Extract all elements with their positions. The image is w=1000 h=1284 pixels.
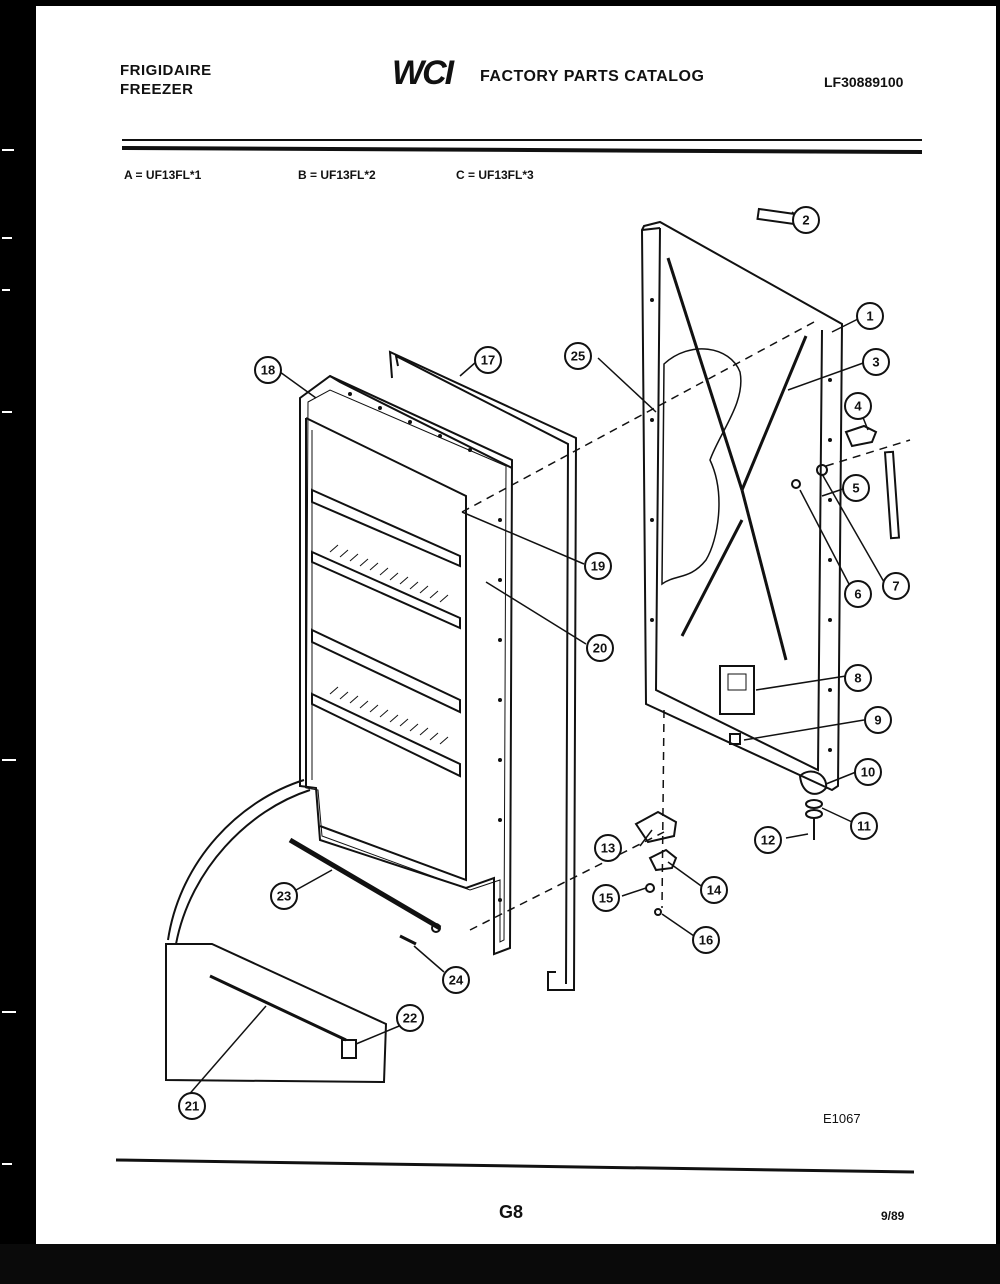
callout-circle <box>856 302 884 330</box>
callout-circle <box>842 474 870 502</box>
callout-16: 16 <box>692 926 720 954</box>
callout-circle <box>592 884 620 912</box>
callout-label: 11 <box>857 819 871 834</box>
assembly-lines <box>461 321 911 931</box>
callout-20: 20 <box>586 634 614 662</box>
callout-circle <box>586 634 614 662</box>
callout-label: 18 <box>261 363 275 378</box>
model-a-label: A = UF13FL*1 <box>124 168 202 182</box>
callout-circle <box>396 1004 424 1032</box>
callout-24: 24 <box>442 966 470 994</box>
kick-plate <box>165 779 388 1084</box>
callout-label: 7 <box>892 579 899 594</box>
callout-circle <box>564 342 592 370</box>
callout-label: 9 <box>874 713 881 728</box>
hardware-parts <box>288 424 878 1059</box>
callout-label: 19 <box>591 559 605 574</box>
callout-17: 17 <box>474 346 502 374</box>
callout-9: 9 <box>864 706 892 734</box>
callout-circle <box>594 834 622 862</box>
callout-label: 10 <box>861 765 875 780</box>
callout-22: 22 <box>396 1004 424 1032</box>
callout-circle <box>850 812 878 840</box>
callout-label: 3 <box>872 355 879 370</box>
callout-7: 7 <box>882 572 910 600</box>
callout-12: 12 <box>754 826 782 854</box>
callout-label: 16 <box>699 933 713 948</box>
page-date: 9/89 <box>881 1209 905 1223</box>
catalog-number: LF30889100 <box>824 74 904 90</box>
callout-13: 13 <box>594 834 622 862</box>
callout-18: 18 <box>254 356 282 384</box>
callout-circle <box>474 346 502 374</box>
callout-label: 14 <box>707 883 722 898</box>
callout-11: 11 <box>850 812 878 840</box>
drawing-id: E1067 <box>823 1111 861 1126</box>
callout-markers: 1234567891011121314151617181920212223242… <box>178 206 910 1120</box>
callout-label: 12 <box>761 833 775 848</box>
cabinet-outer-panel <box>640 207 901 792</box>
callout-label: 22 <box>403 1011 417 1026</box>
callout-circle <box>692 926 720 954</box>
callout-circle <box>270 882 298 910</box>
callout-label: 5 <box>852 481 859 496</box>
callout-circle <box>442 966 470 994</box>
callout-label: 2 <box>802 213 809 228</box>
callout-circle <box>700 876 728 904</box>
callout-circle <box>844 664 872 692</box>
callout-label: 24 <box>449 973 464 988</box>
catalog-title: FACTORY PARTS CATALOG <box>480 68 705 85</box>
callout-circle <box>792 206 820 234</box>
callout-label: 15 <box>599 891 613 906</box>
callout-label: 21 <box>185 1099 199 1114</box>
callout-circle <box>882 572 910 600</box>
model-b-label: B = UF13FL*2 <box>298 168 376 182</box>
callout-circle <box>862 348 890 376</box>
callout-circle <box>754 826 782 854</box>
wci-logo: WCI <box>392 54 454 92</box>
callout-10: 10 <box>854 758 882 786</box>
callout-label: 17 <box>481 353 495 368</box>
callout-4: 4 <box>844 392 872 420</box>
callout-label: 20 <box>593 641 607 656</box>
callout-label: 6 <box>854 587 861 602</box>
callout-circle <box>864 706 892 734</box>
model-c-label: C = UF13FL*3 <box>456 168 534 182</box>
callout-25: 25 <box>564 342 592 370</box>
door-inner-liner <box>299 374 514 956</box>
brand-line-1: FRIGIDAIRE <box>120 62 212 79</box>
footer-rule <box>115 1158 915 1174</box>
scan-edge-marks <box>2 149 16 1165</box>
callout-circle <box>178 1092 206 1120</box>
callout-circle <box>254 356 282 384</box>
page-number: G8 <box>499 1202 524 1222</box>
callout-label: 1 <box>866 309 873 324</box>
callout-6: 6 <box>844 580 872 608</box>
callout-19: 19 <box>584 552 612 580</box>
header-rule <box>121 139 923 154</box>
callout-circle <box>584 552 612 580</box>
callout-14: 14 <box>700 876 728 904</box>
callout-1: 1 <box>856 302 884 330</box>
callout-21: 21 <box>178 1092 206 1120</box>
callout-label: 25 <box>571 349 585 364</box>
callout-8: 8 <box>844 664 872 692</box>
door-gasket <box>388 350 578 991</box>
brand-line-2: FREEZER <box>120 81 194 98</box>
callout-15: 15 <box>592 884 620 912</box>
callout-3: 3 <box>862 348 890 376</box>
callout-label: 4 <box>854 399 862 414</box>
callout-circle <box>844 392 872 420</box>
callout-2: 2 <box>792 206 820 234</box>
callout-label: 13 <box>601 841 615 856</box>
callout-label: 8 <box>854 671 861 686</box>
callout-label: 23 <box>277 889 291 904</box>
callout-5: 5 <box>842 474 870 502</box>
callout-circle <box>854 758 882 786</box>
callout-23: 23 <box>270 882 298 910</box>
scan-border <box>0 1244 1000 1284</box>
callout-circle <box>844 580 872 608</box>
